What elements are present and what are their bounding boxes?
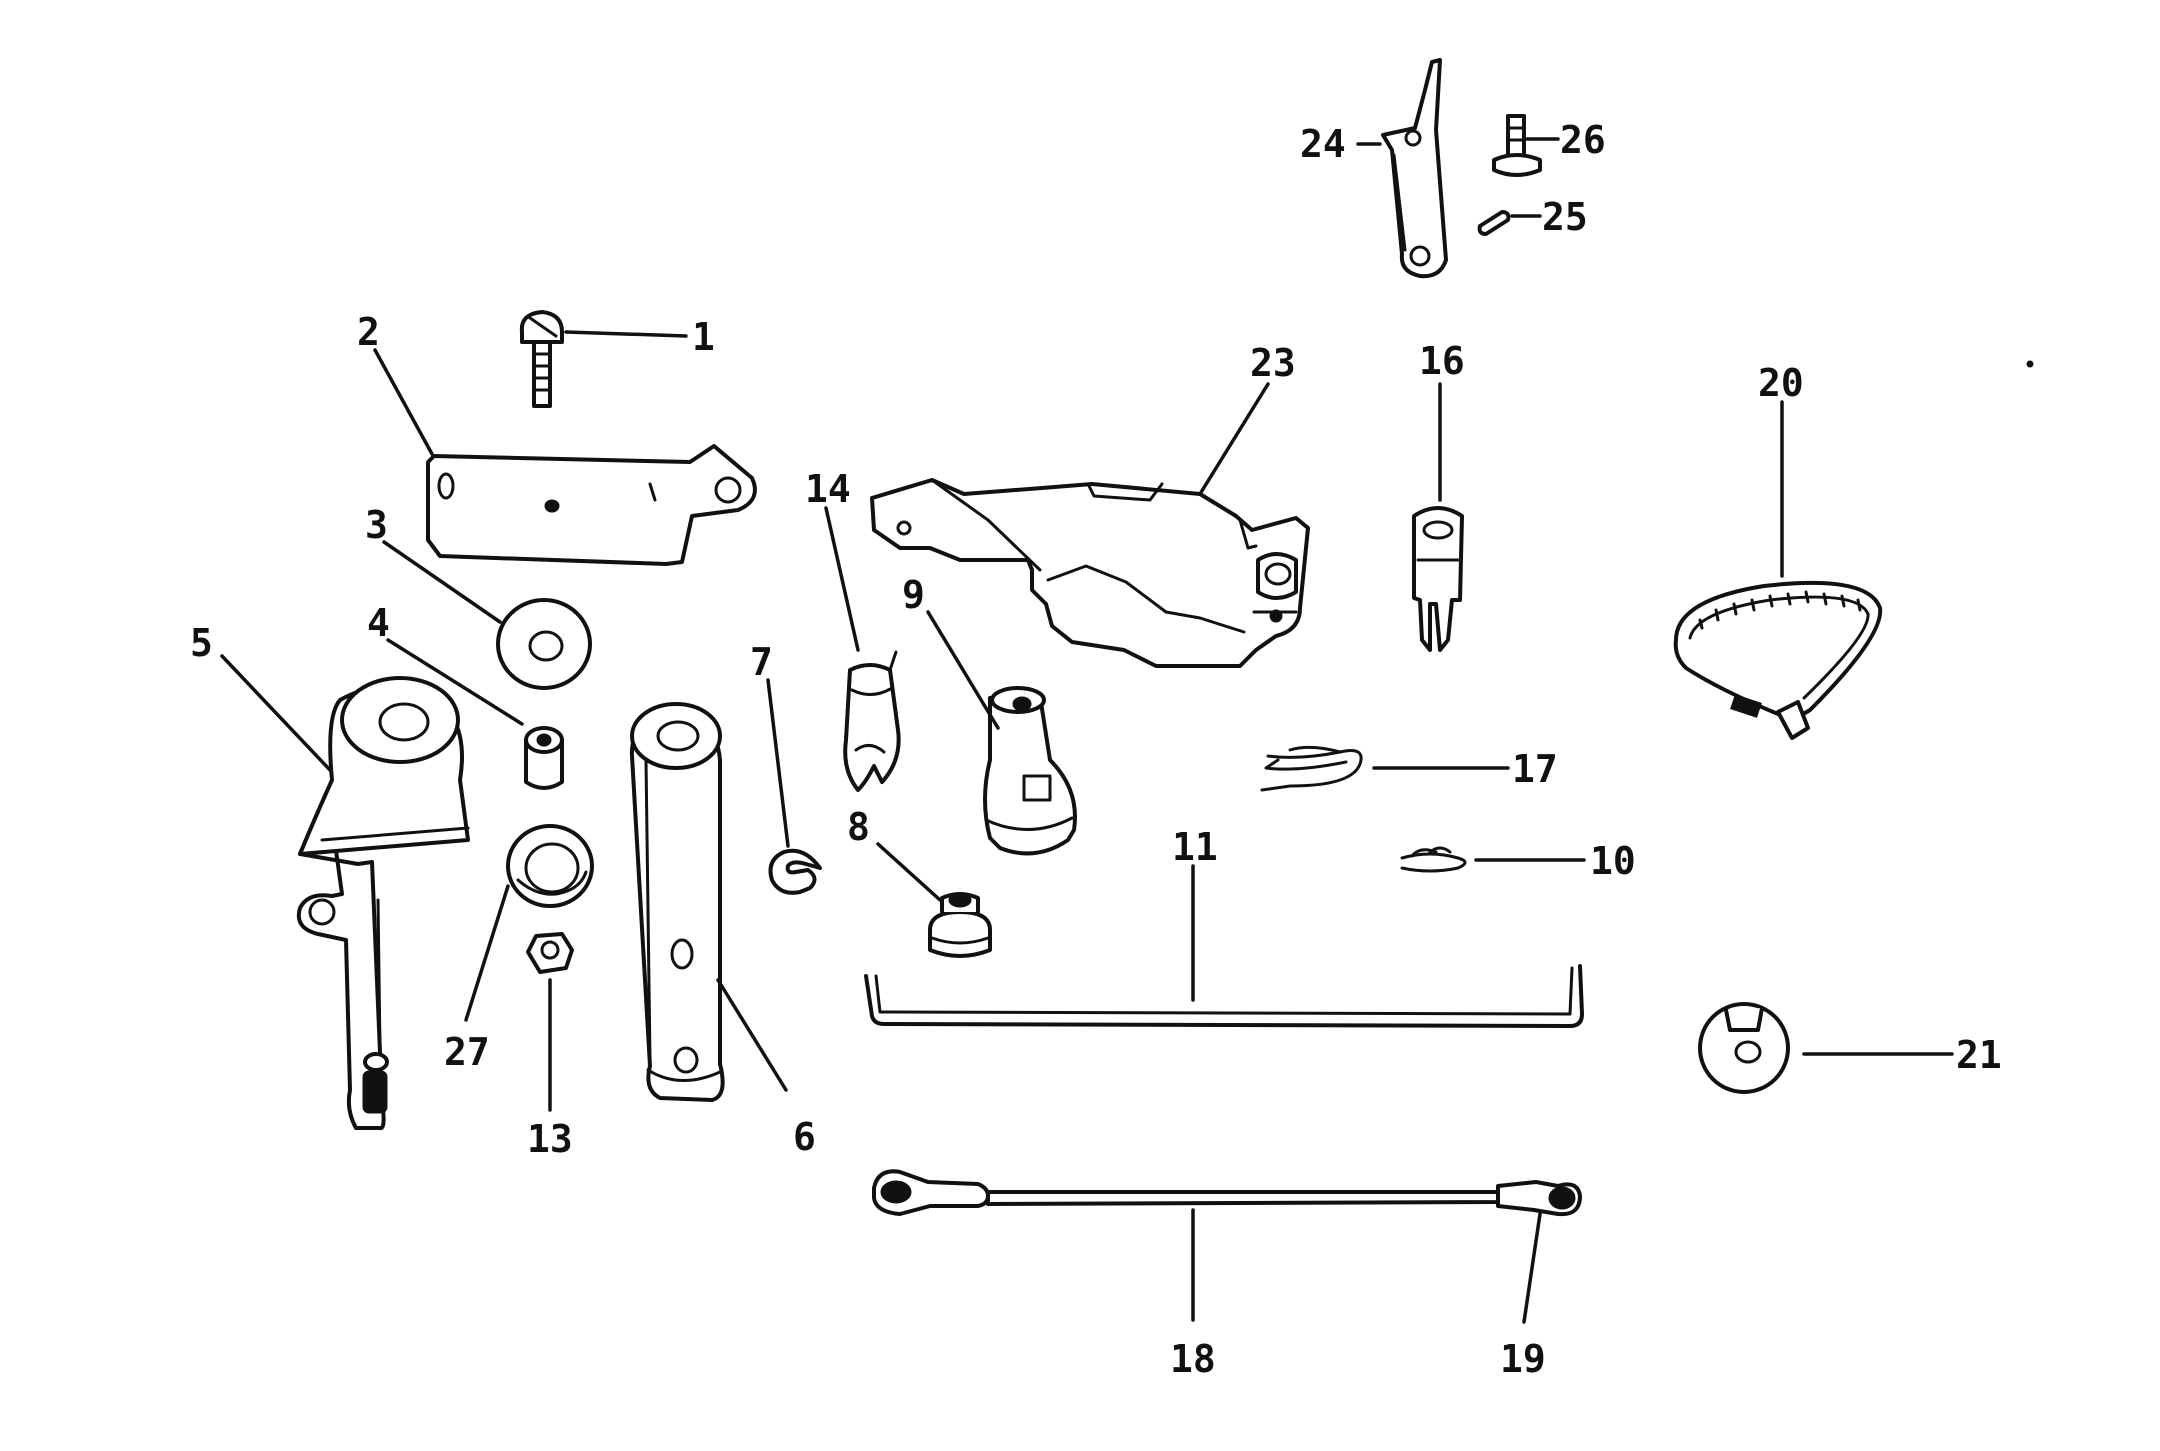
part-7-e-clip <box>768 848 822 895</box>
callout-24: 24 <box>1300 122 1346 166</box>
callout-25: 25 <box>1542 195 1588 239</box>
part-9-connector <box>983 686 1077 856</box>
part-16-clevis <box>1412 506 1464 652</box>
part-21-cam-washer <box>1698 1002 1790 1094</box>
leader-8 <box>876 842 942 902</box>
callout-6: 6 <box>793 1115 816 1159</box>
callout-14: 14 <box>805 467 851 511</box>
part-26-screw <box>1492 114 1542 177</box>
callout-1: 1 <box>692 315 715 359</box>
part-20-strap-clamp <box>1673 580 1883 740</box>
part-2-bracket <box>426 444 757 566</box>
part-23-housing <box>870 478 1310 668</box>
part-27-wave-washer <box>506 824 594 908</box>
callout-10: 10 <box>1590 839 1636 883</box>
leader-14 <box>824 506 860 652</box>
leader-9 <box>926 610 1000 730</box>
callout-4: 4 <box>367 601 390 645</box>
leader-4 <box>386 638 524 726</box>
part-6-lever <box>629 702 725 1102</box>
leader-7 <box>766 678 790 848</box>
leader-6 <box>716 978 788 1092</box>
speck-dot <box>2026 360 2034 368</box>
callout-17: 17 <box>1512 747 1558 791</box>
part-17-hairpin <box>1260 745 1363 792</box>
callout-2: 2 <box>357 310 380 354</box>
callout-21: 21 <box>1956 1033 2002 1077</box>
callout-13: 13 <box>527 1117 573 1161</box>
part-1-screw <box>519 310 564 408</box>
part-18-rod <box>872 1169 1500 1216</box>
callout-18: 18 <box>1170 1337 1216 1381</box>
callout-7: 7 <box>750 640 773 684</box>
part-25-pin <box>1477 210 1511 236</box>
leader-2 <box>373 348 434 456</box>
callout-26: 26 <box>1560 118 1606 162</box>
leader-3 <box>382 540 502 624</box>
callout-23: 23 <box>1250 341 1296 385</box>
callout-16: 16 <box>1419 339 1465 383</box>
leader-27 <box>464 884 510 1022</box>
part-10-hairpin <box>1400 846 1467 873</box>
callout-3: 3 <box>365 503 388 547</box>
callout-20: 20 <box>1758 361 1804 405</box>
part-11-link-rod <box>864 964 1584 1028</box>
part-8-grommet <box>928 892 992 958</box>
leader-1 <box>564 330 688 338</box>
part-3-washer <box>496 598 592 690</box>
callout-5: 5 <box>190 621 213 665</box>
callout-19: 19 <box>1500 1337 1546 1381</box>
part-4-bushing <box>524 726 564 790</box>
callout-27: 27 <box>444 1030 490 1074</box>
leader-5 <box>220 654 332 772</box>
callout-8: 8 <box>847 805 870 849</box>
leader-19 <box>1522 1212 1542 1324</box>
part-13-nut <box>526 932 574 974</box>
part-19-rod-end <box>1496 1180 1582 1217</box>
part-24-lever <box>1381 58 1448 279</box>
leader-23 <box>1198 382 1270 496</box>
callout-9: 9 <box>902 573 925 617</box>
callout-11: 11 <box>1172 825 1218 869</box>
part-5-lever <box>296 676 470 1131</box>
part-14-spring-clip <box>843 650 901 792</box>
